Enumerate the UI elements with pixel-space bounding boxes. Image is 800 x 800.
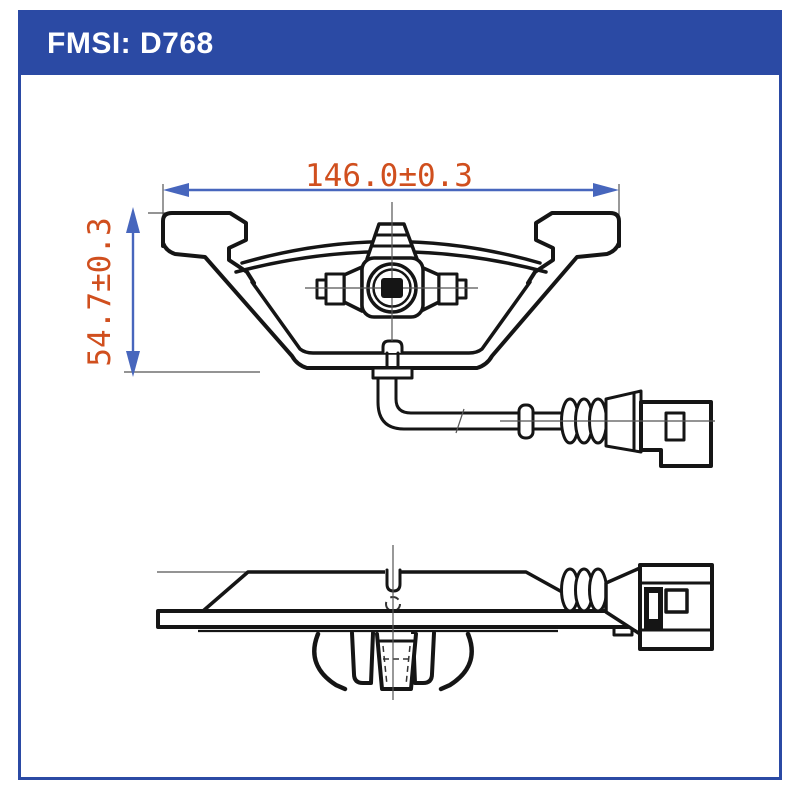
page-title: FMSI: D768	[47, 27, 214, 60]
header-bar: FMSI: D768	[21, 13, 779, 75]
page-frame: FMSI: D768	[18, 10, 782, 780]
